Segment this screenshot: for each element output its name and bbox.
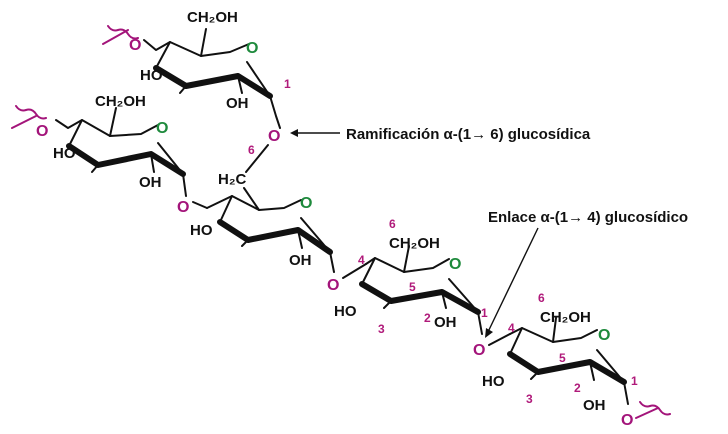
arrowhead — [485, 328, 493, 338]
ho-label: HO — [190, 222, 213, 239]
glucose-unit-chain-middle: CH₂OH 6 4 5 3 2 1 O HO OH — [334, 217, 488, 336]
ch2oh-label: CH₂OH — [389, 235, 440, 252]
carbon-number-5: 5 — [559, 351, 566, 365]
carbon-number-6: 6 — [389, 217, 396, 231]
linkage-oxygen-1-6: O — [268, 128, 280, 145]
glucose-unit-top-branch: CH₂OH O HO OH 1 O — [102, 9, 291, 129]
ch2-to-o6-bond — [245, 144, 269, 173]
wavy-bond-icon — [11, 105, 47, 129]
annotation-link: Enlace α-(1→ 4) glucosídico — [485, 209, 688, 338]
ch2oh-label: CH₂OH — [187, 9, 238, 26]
carbon-number-4: 4 — [358, 253, 365, 267]
carbon-number-4: 4 — [508, 321, 515, 335]
alpha-1-4-linkage-label: Enlace α-(1→ 4) glucosídico — [488, 209, 688, 226]
glycosidic-bond — [342, 263, 367, 279]
carbon-number-5: 5 — [409, 280, 416, 294]
ring-front-bond — [507, 351, 627, 385]
glycosidic-bond — [192, 201, 208, 209]
h2c-label: H₂C — [218, 171, 246, 188]
ho-label: HO — [53, 145, 76, 162]
ho-label: HO — [482, 373, 505, 390]
ch2oh-label: CH₂OH — [540, 309, 591, 326]
linkage-oxygen-1-4: O — [177, 199, 189, 216]
linkage-oxygen: O — [129, 37, 141, 54]
substituent-bond — [365, 245, 483, 335]
carbon-number-1: 1 — [284, 77, 291, 91]
wavy-bond-icon — [635, 401, 671, 419]
linkage-oxygen-1-4: O — [327, 277, 339, 294]
annotation-branch: Ramificación α-(1→ 6) glucosídica — [290, 126, 591, 143]
carbon-number-6: 6 — [538, 291, 545, 305]
ring-front-bond — [217, 219, 333, 255]
ring-front-bond — [66, 143, 186, 177]
linkage-oxygen: O — [36, 123, 48, 140]
ring-oxygen: O — [449, 256, 461, 273]
linkage-oxygen: O — [621, 412, 633, 429]
oh-label: OH — [139, 174, 162, 191]
glycosidic-bond — [488, 333, 511, 346]
carbon-number-2: 2 — [424, 311, 431, 325]
carbon-number-6: 6 — [248, 143, 255, 157]
oh-label: OH — [583, 397, 606, 414]
ring-oxygen: O — [246, 40, 258, 57]
glucose-unit-left-branch: CH₂OH O HO OH O — [11, 93, 187, 197]
arrow-icon — [486, 227, 539, 335]
oh-label: OH — [226, 95, 249, 112]
ho-label: HO — [334, 303, 357, 320]
carbon-number-2: 2 — [574, 381, 581, 395]
carbon-number-3: 3 — [526, 392, 533, 406]
ring-oxygen: O — [300, 195, 312, 212]
wavy-bond-icon — [102, 25, 139, 45]
glucose-unit-chain-end: CH₂OH 6 4 5 3 2 1 O HO OH O — [482, 291, 671, 429]
carbon-number-1: 1 — [631, 374, 638, 388]
substituent-bond — [143, 28, 281, 129]
arrowhead — [290, 129, 298, 137]
ring-front-bond — [359, 281, 481, 315]
substituent-bond — [509, 317, 629, 405]
ch2oh-label: CH₂OH — [95, 93, 146, 110]
oh-label: OH — [289, 252, 312, 269]
linkage-oxygen-1-4: O — [473, 342, 485, 359]
ring-oxygen: O — [598, 327, 610, 344]
glucose-unit-branch-point: H₂C 6 O O HO OH — [190, 128, 335, 273]
substituent-bond — [206, 187, 335, 273]
substituent-bond — [55, 107, 187, 197]
oh-label: OH — [434, 314, 457, 331]
carbon-number-3: 3 — [378, 322, 385, 336]
ho-label: HO — [140, 67, 163, 84]
ring-oxygen: O — [156, 120, 168, 137]
carbon-number-1: 1 — [481, 306, 488, 320]
branch-linkage-label: Ramificación α-(1→ 6) glucosídica — [346, 126, 591, 143]
ring-front-bond — [153, 65, 273, 99]
